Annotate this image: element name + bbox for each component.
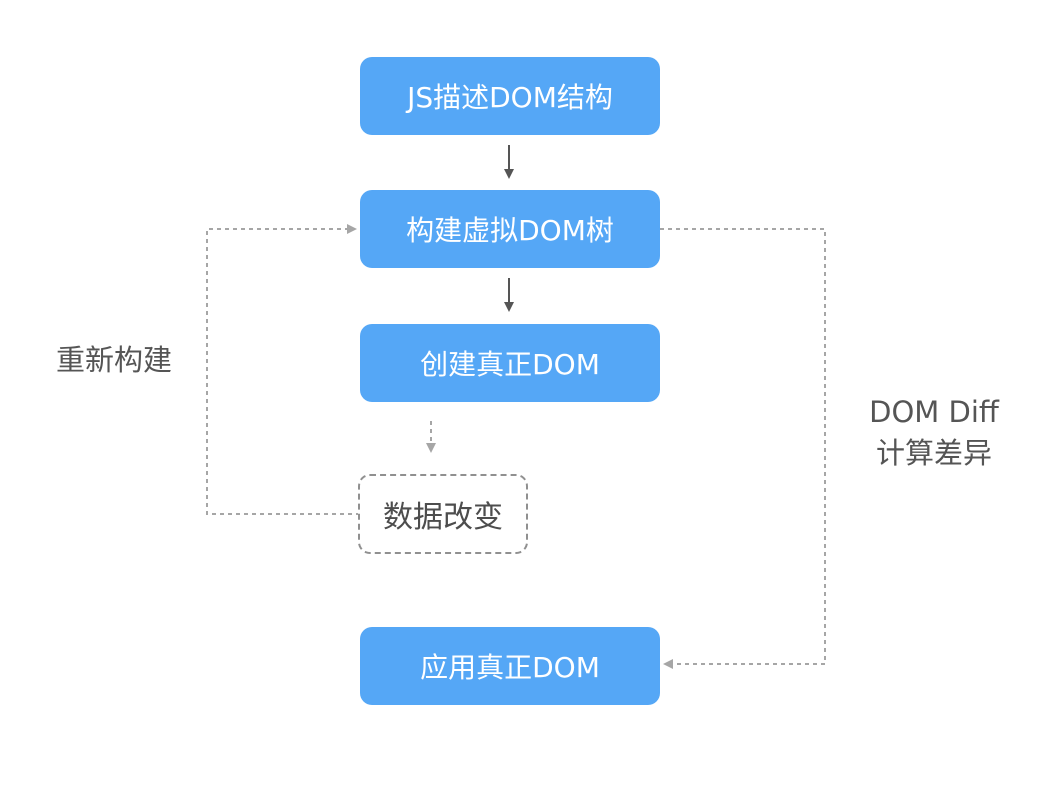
node-data-change: 数据改变 [358, 474, 528, 554]
node-apply-real-dom-label: 应用真正DOM [420, 651, 600, 684]
node-create-real-dom-label: 创建真正DOM [420, 348, 600, 381]
rebuild-loop-connector [206, 224, 360, 515]
dom-diff-label: DOM Diff 计算差异 [866, 392, 1002, 473]
node-build-virtual-dom-label: 构建虚拟DOM树 [406, 214, 614, 247]
node-js-describe-dom: JS描述DOM结构 [360, 57, 660, 135]
node-apply-real-dom: 应用真正DOM [360, 627, 660, 705]
node-data-change-label: 数据改变 [383, 500, 503, 535]
diff-connector [660, 228, 826, 669]
node-build-virtual-dom: 构建虚拟DOM树 [360, 190, 660, 268]
rebuild-label: 重新构建 [56, 343, 173, 377]
dom-diff-label-line2: 计算差异 [875, 435, 992, 470]
node-create-real-dom: 创建真正DOM [360, 324, 660, 402]
node-js-describe-dom-label: JS描述DOM结构 [407, 81, 613, 114]
dom-diff-label-line1: DOM Diff [869, 395, 999, 429]
